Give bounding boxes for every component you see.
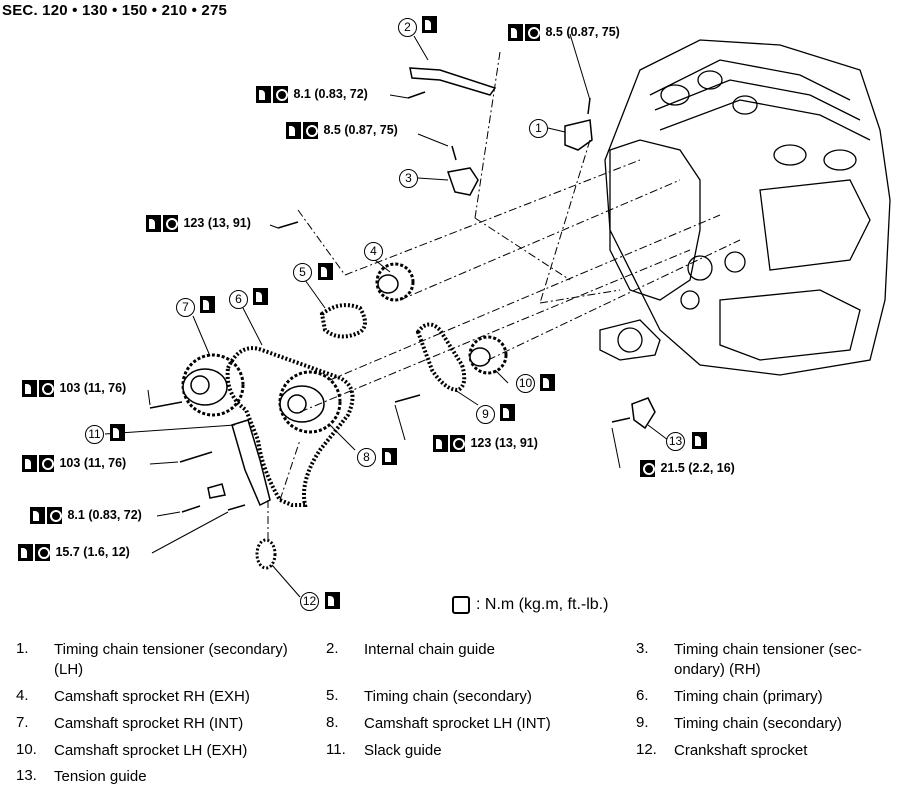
exploded-diagram [104, 33, 891, 598]
list-item: 10.Camshaft sprocket LH (EXH) [16, 741, 248, 759]
torque-wrench-icon [35, 544, 50, 561]
list-item: 6.Timing chain (primary) [636, 687, 823, 705]
torque-label-9: 8.1 (0.83, 72) [30, 507, 142, 524]
callout-13: 13 [666, 432, 685, 451]
oil-icon [22, 380, 37, 397]
callout-7: 7 [176, 298, 195, 317]
oil-icon [146, 215, 161, 232]
oil-icon [508, 24, 523, 41]
oil-icon [382, 448, 397, 465]
torque-label-2: 8.1 (0.83, 72) [256, 86, 368, 103]
callout-11: 11 [85, 425, 104, 444]
torque-wrench-icon [525, 24, 540, 41]
oil-icon [256, 86, 271, 103]
callout-6: 6 [229, 290, 248, 309]
oil-icon [692, 432, 707, 449]
oil-icon [500, 404, 515, 421]
list-item: 5.Timing chain (secondary) [326, 687, 532, 705]
torque-wrench-icon [640, 460, 655, 477]
callout-5: 5 [293, 263, 312, 282]
list-item: 11.Slack guide [326, 741, 442, 759]
list-item: 7.Camshaft sprocket RH (INT) [16, 714, 244, 732]
oil-icon [286, 122, 301, 139]
callout-9: 9 [476, 405, 495, 424]
oil-icon [325, 592, 340, 609]
torque-label-3: 8.5 (0.87, 75) [286, 122, 398, 139]
leader-lines [104, 33, 669, 598]
list-item: 3.Timing chain tensioner (sec-ondary) (R… [636, 640, 862, 678]
torque-wrench-icon [450, 435, 465, 452]
torque-wrench-icon [273, 86, 288, 103]
oil-icon [422, 16, 437, 33]
oil-icon [18, 544, 33, 561]
callout-2: 2 [398, 18, 417, 37]
list-item: 9.Timing chain (secondary) [636, 714, 842, 732]
callout-10: 10 [516, 374, 535, 393]
torque-wrench-icon [39, 380, 54, 397]
oil-icon [22, 455, 37, 472]
alignment-lines [267, 51, 741, 540]
torque-wrench-icon [39, 455, 54, 472]
engine-block [599, 39, 891, 376]
list-item: 8.Camshaft sprocket LH (INT) [326, 714, 551, 732]
chain-drive [149, 67, 656, 570]
torque-label-7: 103 (11, 76) [22, 455, 126, 472]
callout-4: 4 [364, 242, 383, 261]
torque-label-6: 123 (13, 91) [433, 435, 538, 452]
torque-label-4: 123 (13, 91) [146, 215, 251, 232]
callout-12: 12 [300, 592, 319, 611]
torque-wrench-icon [163, 215, 178, 232]
list-item: 12.Crankshaft sprocket [636, 741, 808, 759]
list-item: 2.Internal chain guide [326, 640, 495, 658]
unit-legend: : N.m (kg.m, ft.-lb.) [452, 596, 608, 614]
torque-label-1: 8.5 (0.87, 75) [508, 24, 620, 41]
oil-icon [200, 296, 215, 313]
torque-wrench-icon [47, 507, 62, 524]
torque-label-8: 21.5 (2.2, 16) [640, 460, 735, 477]
torque-wrench-icon [303, 122, 318, 139]
section-header: SEC. 120 • 130 • 150 • 210 • 275 [2, 2, 228, 19]
oil-icon [318, 263, 333, 280]
oil-icon [433, 435, 448, 452]
torque-label-10: 15.7 (1.6, 12) [18, 544, 130, 561]
torque-label-5: 103 (11, 76) [22, 380, 126, 397]
list-item: 13.Tension guide [16, 767, 147, 785]
oil-icon [110, 424, 125, 441]
callout-1: 1 [529, 119, 548, 138]
list-item: 1.Timing chain tensioner (secondary) (LH… [16, 640, 288, 678]
torque-wrench-icon [452, 596, 470, 614]
oil-icon [30, 507, 45, 524]
callout-8: 8 [357, 448, 376, 467]
list-item: 4.Camshaft sprocket RH (EXH) [16, 687, 250, 705]
oil-icon [253, 288, 268, 305]
oil-icon [540, 374, 555, 391]
callout-3: 3 [399, 169, 418, 188]
